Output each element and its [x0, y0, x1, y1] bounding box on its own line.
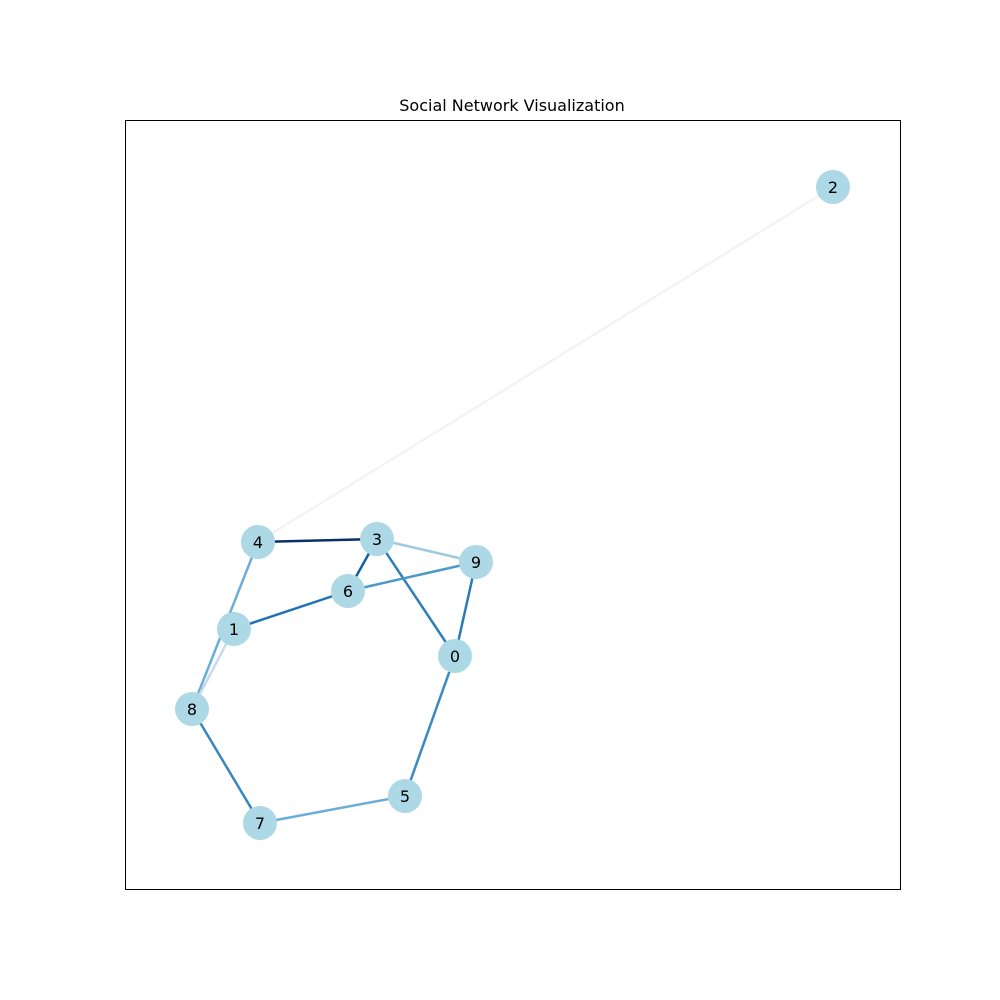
node-label: 2	[828, 178, 838, 197]
node-label: 4	[253, 533, 263, 552]
node-circle	[459, 545, 493, 579]
node-7: 7	[243, 806, 277, 840]
node-label: 3	[372, 530, 382, 549]
edge-6-9	[346, 560, 478, 593]
node-circle	[438, 639, 472, 673]
edge-8-7	[190, 707, 262, 825]
node-label: 7	[255, 814, 265, 833]
node-label: 5	[400, 787, 410, 806]
node-circle	[241, 525, 275, 559]
nodes-layer: 0 1 2 3 4 5 6 7 8 9	[175, 170, 850, 840]
node-circle	[331, 574, 365, 608]
node-4: 4	[241, 525, 275, 559]
node-8: 8	[175, 692, 209, 726]
node-1: 1	[217, 612, 251, 646]
edge-4-2	[256, 185, 835, 544]
edge-4-3	[256, 537, 379, 544]
node-2: 2	[816, 170, 850, 204]
node-0: 0	[438, 639, 472, 673]
node-circle	[360, 522, 394, 556]
node-circle	[175, 692, 209, 726]
plot-frame	[125, 120, 901, 890]
node-label: 8	[187, 700, 197, 719]
chart-title: Social Network Visualization	[399, 96, 624, 115]
node-label: 9	[471, 553, 481, 572]
node-label: 0	[450, 647, 460, 666]
node-circle	[388, 779, 422, 813]
edge-6-1	[232, 589, 350, 631]
node-3: 3	[360, 522, 394, 556]
edge-5-7	[258, 794, 407, 825]
node-9: 9	[459, 545, 493, 579]
node-circle	[816, 170, 850, 204]
node-6: 6	[331, 574, 365, 608]
node-label: 6	[343, 582, 353, 601]
node-circle	[217, 612, 251, 646]
edge-3-0	[375, 537, 457, 658]
node-5: 5	[388, 779, 422, 813]
edge-0-5	[403, 654, 457, 798]
node-label: 1	[229, 620, 239, 639]
node-circle	[243, 806, 277, 840]
